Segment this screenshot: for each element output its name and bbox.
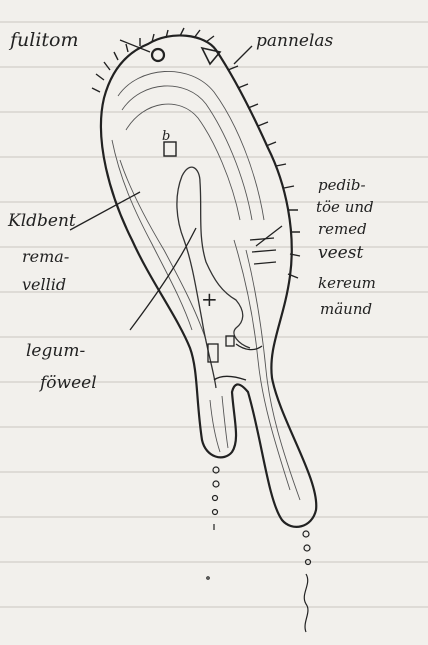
top-circle-marker: [152, 49, 164, 61]
label-mid-2: föweel: [38, 373, 97, 393]
box-b-marker: b: [162, 129, 176, 156]
right-tail-beads: [303, 531, 311, 632]
interior-contours: [112, 71, 300, 500]
label-right-2: töe und: [316, 198, 374, 216]
label-right-6: mäund: [320, 300, 372, 318]
label-right-1: pedib-: [318, 176, 366, 194]
inner-organ-outline: [177, 167, 250, 388]
box-b-label: b: [162, 129, 170, 144]
edge-hatching: [92, 28, 300, 278]
label-left-3: vellid: [22, 275, 66, 294]
leader-lines: [70, 40, 282, 330]
label-right-5: kereum: [318, 274, 376, 292]
label-mid-1: legum-: [26, 341, 85, 361]
label-left-2: rema-: [22, 247, 69, 266]
label-right-3: remed: [318, 220, 367, 238]
label-left-1: Kldbent: [7, 211, 76, 231]
cross-marker: +: [201, 287, 218, 311]
label-top-left: fulitom: [8, 29, 79, 51]
label-right-4: veest: [318, 243, 363, 263]
label-top-right: pannelas: [256, 31, 334, 51]
